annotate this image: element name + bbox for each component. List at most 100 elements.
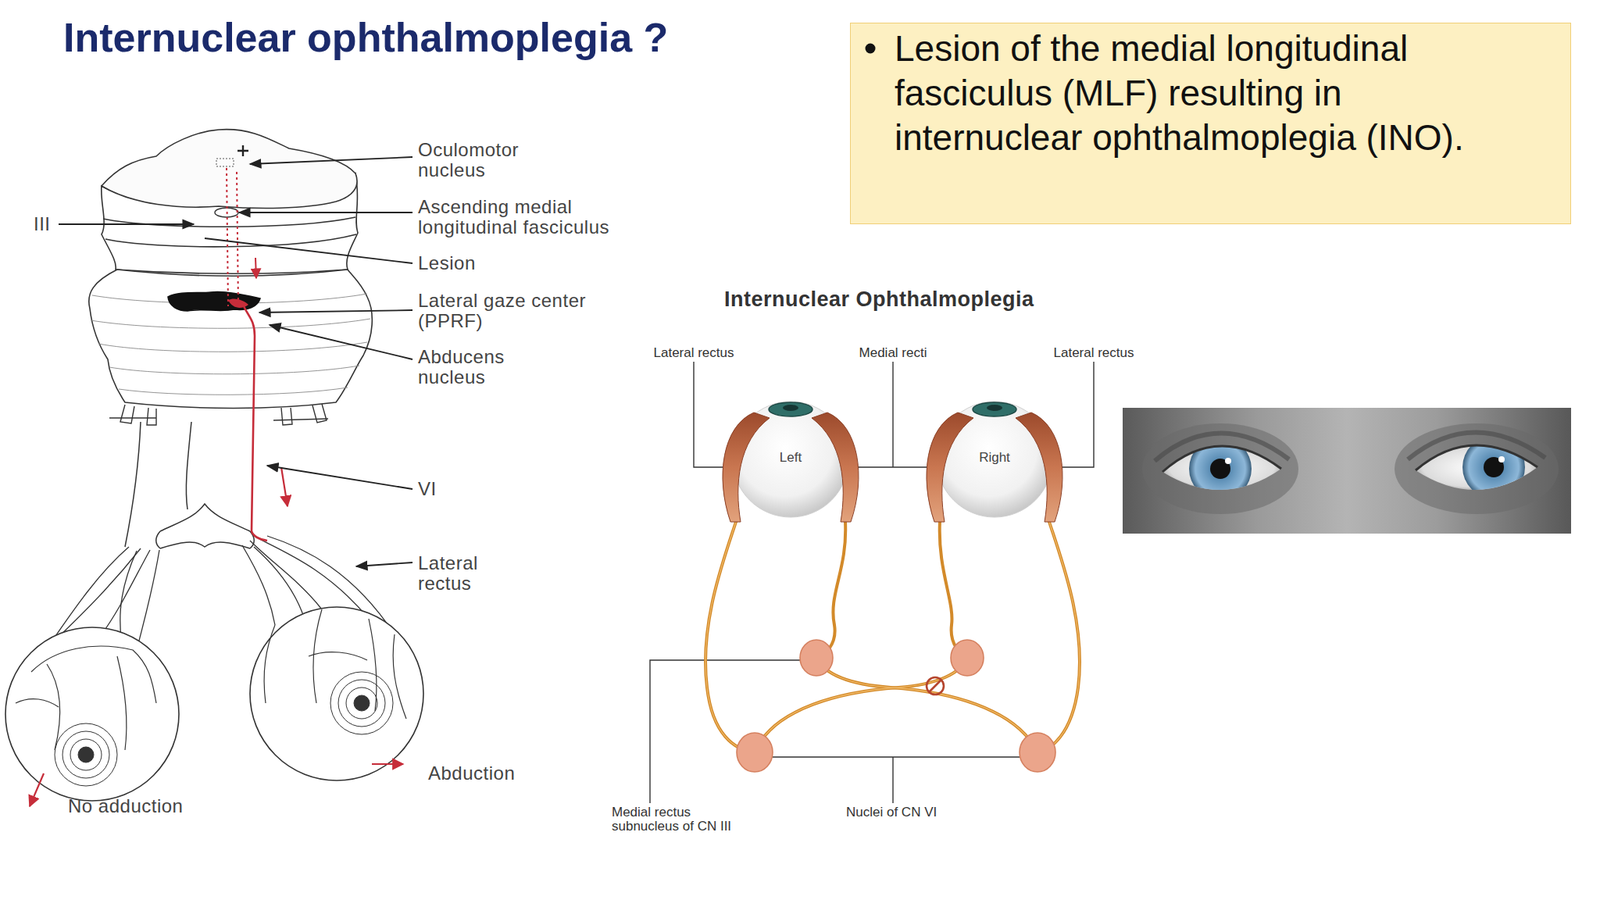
leader-line [58,223,194,225]
movement-label: No adduction [67,796,183,817]
note-box: Lesion of the medial longitudinal fascic… [850,22,1572,225]
eyes-photo [1122,407,1572,534]
nerve-pathways [705,521,755,753]
nucleus-circles [736,639,1056,772]
eyeball-shape [935,400,1600,900]
nerve-roots [312,403,327,423]
left-eyeball [5,627,179,801]
rectus-muscles [722,412,770,522]
pupil [782,404,799,411]
left-pupil [54,723,118,786]
eye-muscles-sketch [368,618,377,711]
leader-line [204,238,413,264]
midbrain-top [101,129,358,209]
nerve-lines [160,503,250,532]
muscle-label: Lateral rectus [1053,346,1135,361]
pupil [986,404,1003,411]
nerve-highlights [1037,521,1080,753]
eye-muscles-sketch [308,652,368,661]
leader-line [239,211,413,214]
right-eyeball [250,607,424,781]
eye-label: Right [935,450,1054,466]
leader-line [250,157,413,165]
pons-fibers [98,342,368,352]
part-label: Abducens nucleus [417,346,536,388]
schematic-leaders [851,361,935,468]
nerve-pathways [816,657,1038,753]
abduction-arrow [371,763,404,765]
muscle-label: Lateral rectus [653,346,735,361]
right-pupil [330,671,393,735]
nerve-lines [156,531,161,549]
muscle-label: Medial recti [859,346,928,361]
no-adduction-arrow [29,773,44,807]
nerve-pathways [939,521,968,658]
eyes-photo [1498,456,1505,463]
part-label: Lesion [417,253,536,274]
eye-muscles-sketch [15,609,407,750]
right-pupil [330,671,393,735]
nerve-lines [125,421,254,549]
nucleus-circles [800,639,833,676]
nerve-highlights [816,657,1038,753]
eyeball: Right [935,400,1054,519]
schematic-leaders [650,660,805,804]
muscle-fan [101,550,150,635]
midbrain-band [105,234,357,247]
nerve-label: III [33,214,81,235]
slide-title: Internuclear ophthalmoplegia ? [63,14,668,61]
rectus-muscles [811,412,859,522]
nerve-roots [120,404,135,424]
eyes-photo [1394,423,1559,515]
muscle-fan [54,548,141,641]
nerve-pathways [816,521,846,658]
eyeball-shape [731,400,1600,900]
leader-line [269,325,413,360]
nerve-roots [109,417,157,418]
pons-fibers [90,318,371,329]
eye-label: Left [731,450,850,466]
nucleus-label: Medial rectus subnucleus of CN III [611,805,757,835]
eyes-photo [1483,457,1504,478]
flow-arrow [255,257,257,279]
eyeball: Left [731,400,850,519]
lesion-blob [167,292,261,311]
muscle-fan [242,545,275,625]
schematic-leaders [693,361,723,468]
nucleus-label: Nuclei of CN VI [846,805,979,820]
nerve-roots [273,418,329,421]
midbrain-band [103,217,356,227]
eyes-photo [1225,457,1232,465]
lesion-symbol [926,677,944,695]
eye-muscles-sketch [313,609,322,704]
eyes-photo [1142,423,1299,515]
nerve-roots [109,403,329,425]
oculomotor-box [216,158,234,167]
muscle-fan [250,540,322,610]
part-label: Lateral gaze center (PPRF) [417,290,622,332]
left-pupil [62,731,110,779]
schematic-leaders [1062,361,1094,468]
rectus-muscles [1015,412,1063,522]
part-label: Lateral rectus [417,553,497,594]
nerve-pathways [754,657,968,753]
eye-muscles-sketch [392,634,407,719]
iris [972,402,1017,417]
eye-muscles-sketch [31,646,157,704]
eyes-photo [1162,446,1282,472]
pons-fibers [109,365,360,375]
leader-lines [58,157,413,567]
nerve-lines [160,542,250,549]
nerve-highlights [705,521,1080,753]
left-pupil [70,739,102,771]
brainstem-illustration [5,129,424,801]
eyes-photo [1122,407,1572,534]
mlf-pathway [29,167,404,807]
eye-muscles-sketch [264,625,275,704]
right-pupil [353,695,370,711]
leader-line [356,562,413,567]
eyes-photo [1210,458,1231,479]
muscle-fan [259,539,369,619]
nerve-label: VI [417,478,465,500]
